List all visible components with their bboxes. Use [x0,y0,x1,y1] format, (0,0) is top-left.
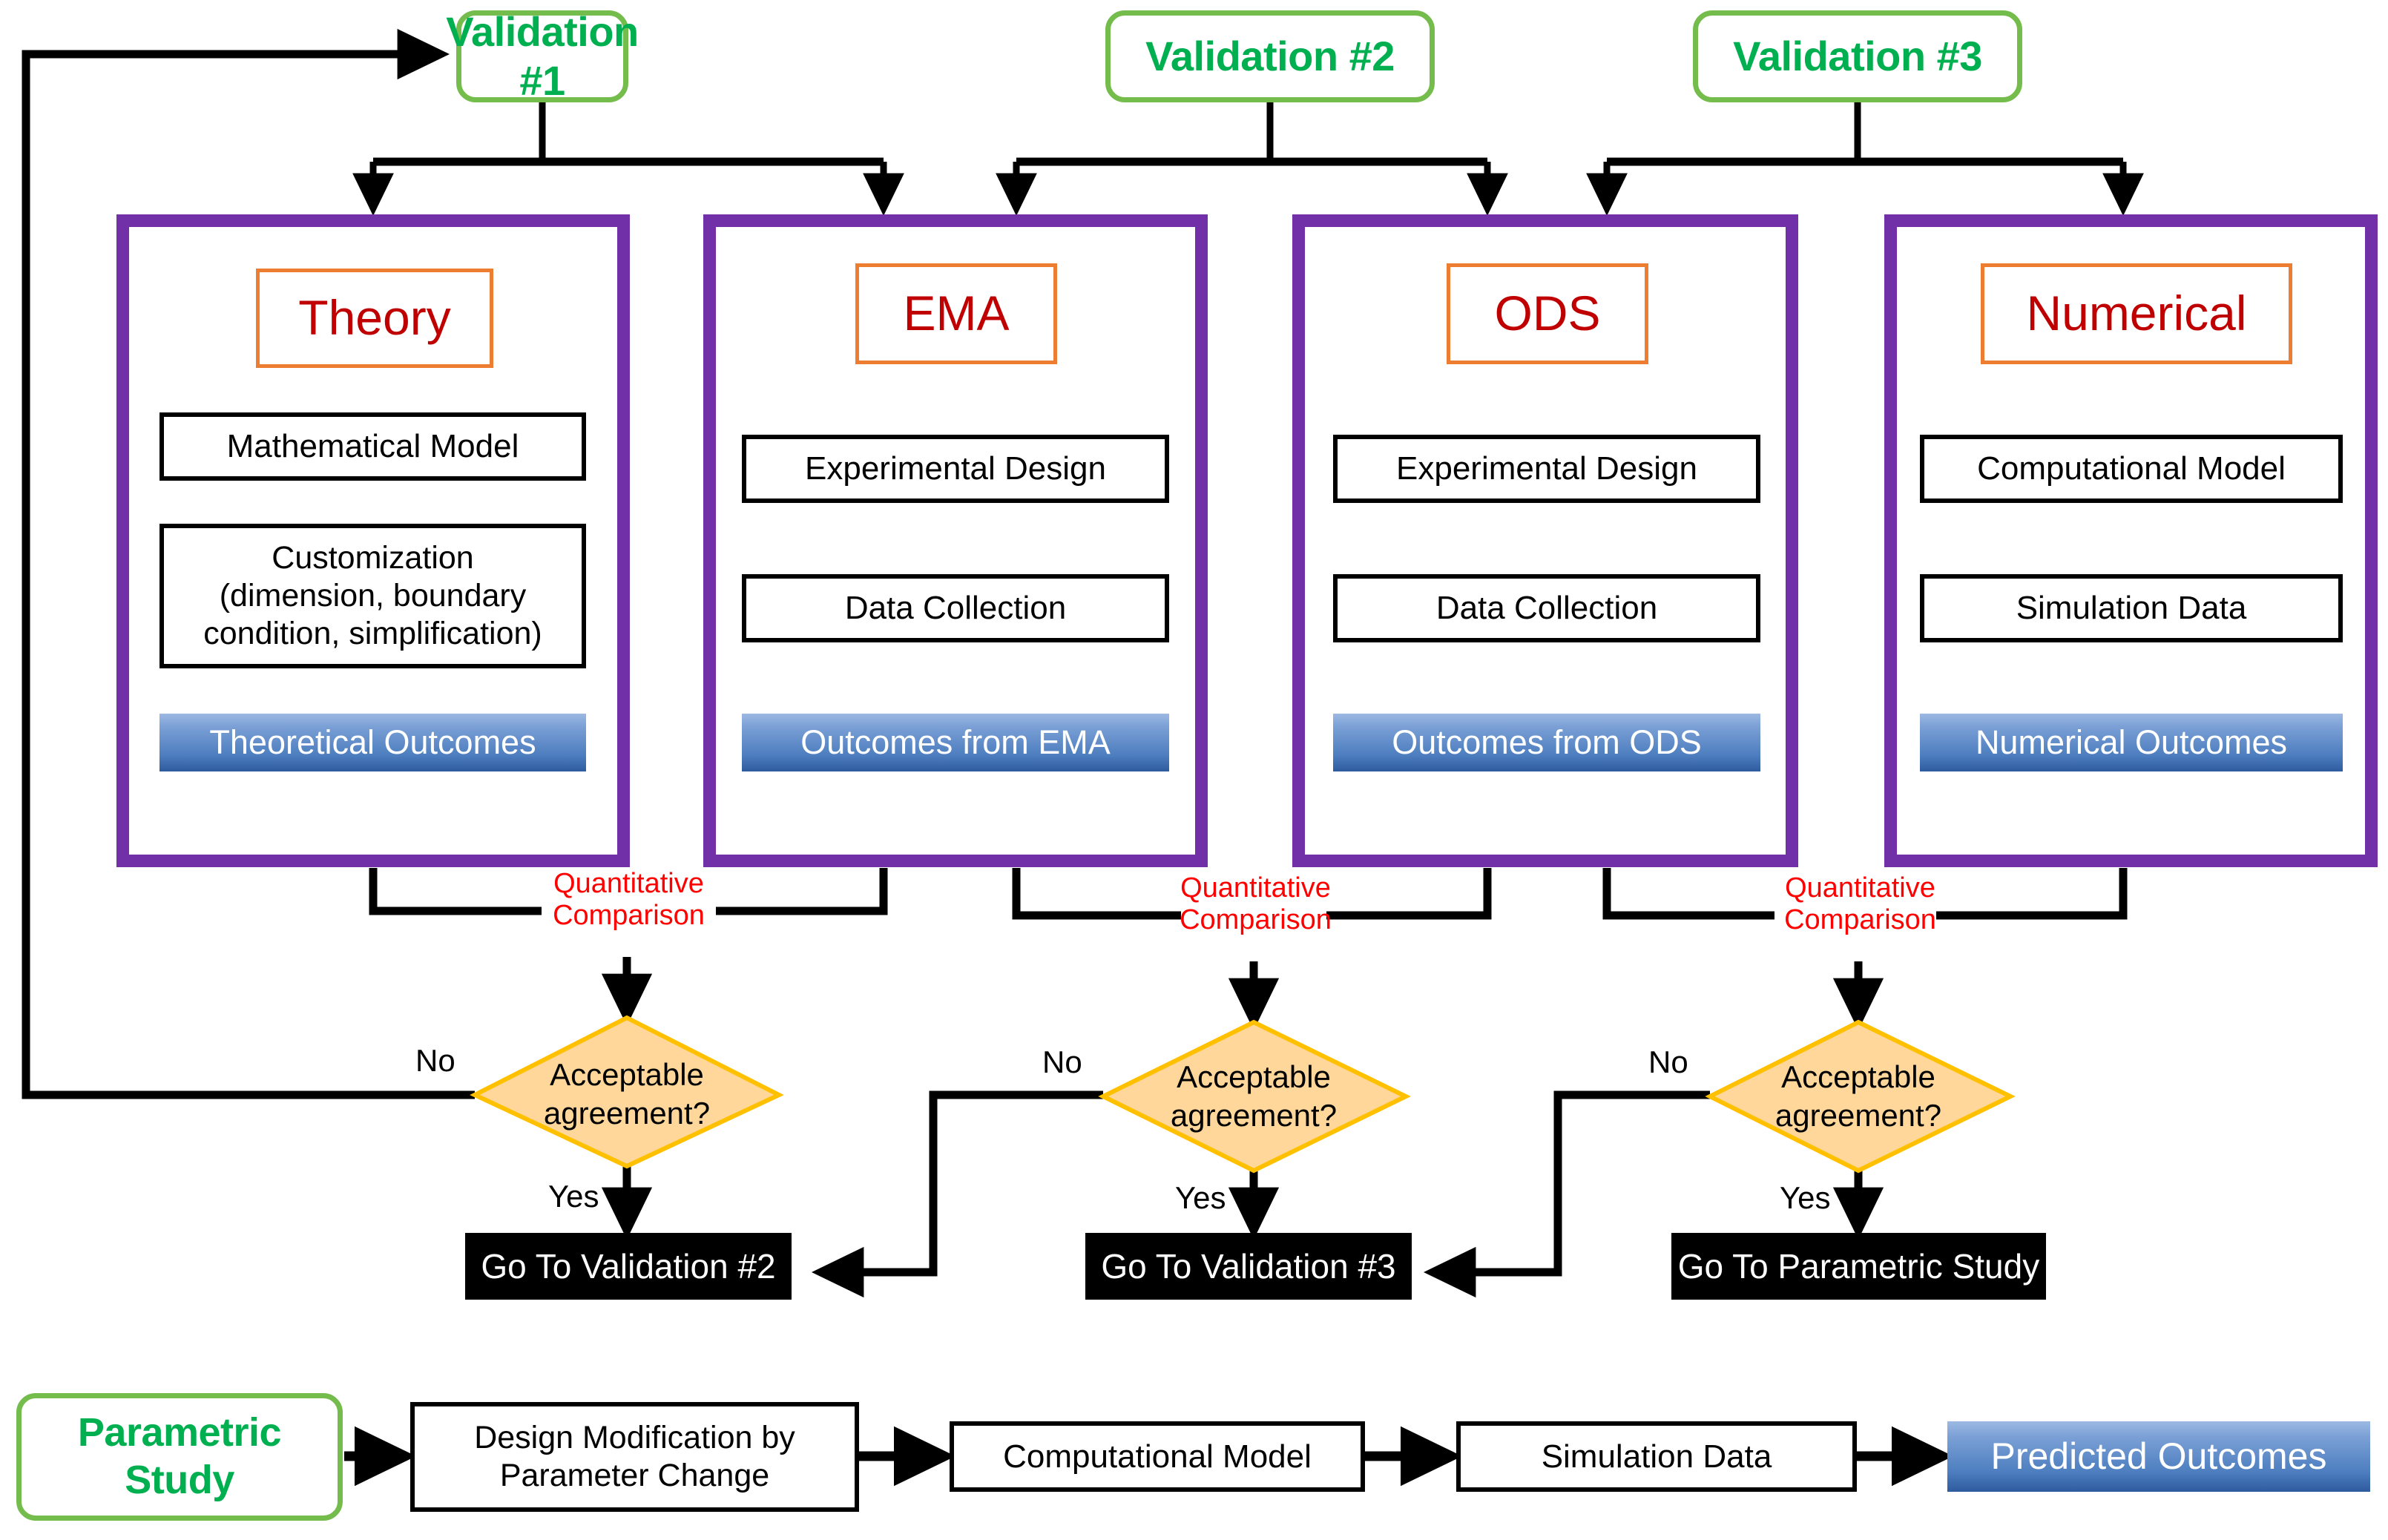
method-title-numerical: Numerical [1981,263,2292,364]
validation3-branch [1586,102,2144,216]
validation-pill-1[interactable]: Validation #1 [446,7,639,104]
comparison1-merge [369,868,888,1026]
edge-label-no-3: No [1648,1044,1688,1079]
feedback-loop-no1 [22,28,475,1099]
decision-diamond-2[interactable] [1098,1019,1411,1174]
step-box-ods-experimental-design: Experimental Design [1333,435,1760,503]
outcome-box-ema: Outcomes from EMA [742,714,1169,771]
validation-pill-2[interactable]: Validation #2 [1105,10,1435,102]
goto-box-validation-3[interactable]: Go To Validation #3 [1085,1233,1412,1300]
decision-label-2: Acceptable agreement? [1170,1059,1338,1133]
method-title-theory: Theory [256,269,493,368]
step-box-mathematical-model: Mathematical Model [159,412,586,481]
decision-label-1: Acceptable agreement? [543,1056,711,1131]
goto-box-parametric-study[interactable]: Go To Parametric Study [1671,1233,2046,1300]
edge-label-no-1: No [415,1043,455,1078]
step-box-ema-experimental-design: Experimental Design [742,435,1169,503]
edge-label-yes-3: Yes [1780,1180,1831,1215]
quantitative-comparison-label-2: Quantitative Comparison [1180,872,1332,935]
step-box-ema-data-collection: Data Collection [742,574,1169,642]
comparison3-merge [1602,868,2128,1030]
step-box-parametric-computational-model: Computational Model [950,1421,1365,1492]
decision2-no-edge [812,1090,1103,1298]
validation2-branch [996,102,1508,216]
decision-diamond-3[interactable] [1705,1019,2016,1174]
step-box-ods-data-collection: Data Collection [1333,574,1760,642]
validation1-branch [352,102,904,216]
step-box-customization: Customization (dimension, boundary condi… [159,524,586,668]
decision-diamond-1[interactable] [470,1015,784,1169]
quantitative-comparison-label-3: Quantitative Comparison [1784,872,1936,935]
step-box-design-modification: Design Modification by Parameter Change [410,1402,859,1512]
method-title-ods: ODS [1447,263,1648,364]
outcome-box-numerical: Numerical Outcomes [1920,714,2343,771]
edge-label-yes-1: Yes [548,1179,599,1214]
decision3-no-edge [1424,1090,1710,1298]
outcome-box-ods: Outcomes from ODS [1333,714,1760,771]
parametric-study-pill[interactable]: Parametric Study [16,1393,343,1521]
comparison2-merge [1012,868,1492,1030]
method-title-ema: EMA [855,263,1057,364]
outcome-box-theoretical: Theoretical Outcomes [159,714,586,771]
outcome-box-predicted: Predicted Outcomes [1947,1421,2370,1492]
decision-label-3: Acceptable agreement? [1774,1059,1942,1133]
step-box-parametric-simulation-data: Simulation Data [1456,1421,1857,1492]
validation-pill-3[interactable]: Validation #3 [1693,10,2022,102]
edge-label-no-2: No [1042,1044,1082,1079]
step-box-simulation-data: Simulation Data [1920,574,2343,642]
edge-label-yes-2: Yes [1175,1180,1226,1215]
goto-box-validation-2[interactable]: Go To Validation #2 [465,1233,792,1300]
quantitative-comparison-label-1: Quantitative Comparison [553,868,705,931]
step-box-computational-model: Computational Model [1920,435,2343,503]
